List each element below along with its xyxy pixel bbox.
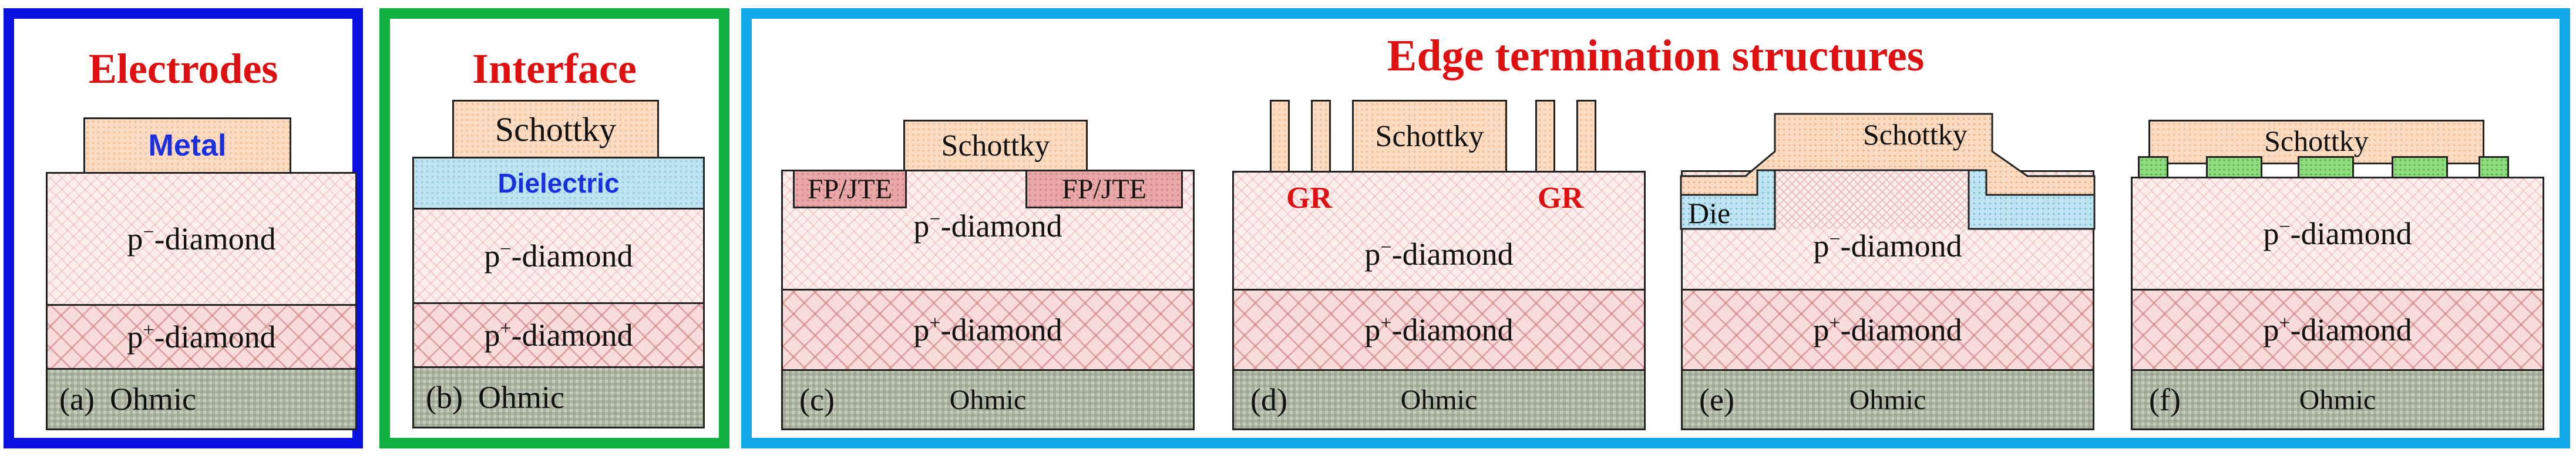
- fp-jte-label-left: FP/JTE: [807, 173, 893, 205]
- panel-label-e: (e): [1699, 382, 1734, 417]
- schottky-label-e: Schottky: [1863, 118, 1968, 151]
- p-minus-diamond-label: p−-diamond: [127, 221, 276, 256]
- ohmic-layer: (a) Ohmic: [46, 368, 357, 430]
- p-plus-diamond-layer: p+-diamond: [46, 304, 357, 370]
- embedded-region-5: [2479, 156, 2509, 178]
- ohmic-layer-d: (d) Ohmic: [1232, 369, 1646, 430]
- ohmic-label-f: Ohmic: [2299, 384, 2376, 416]
- fp-jte-region-left: FP/JTE: [793, 170, 907, 208]
- schottky-layer: Schottky: [452, 100, 659, 158]
- ohmic-label: Ohmic: [109, 382, 196, 417]
- electrodes-frame: [4, 8, 363, 448]
- p-plus-diamond-label-e: p+-diamond: [1813, 312, 1962, 347]
- p-minus-diamond-layer: p−-diamond: [46, 172, 357, 306]
- fp-jte-label-right: FP/JTE: [1061, 173, 1147, 205]
- p-plus-diamond-label-f: p+-diamond: [2263, 312, 2412, 347]
- ohmic-label: Ohmic: [477, 380, 564, 415]
- embedded-region-4: [2392, 156, 2448, 178]
- dielectric-layer: Dielectric: [412, 157, 705, 210]
- panel-label-d: (d): [1250, 382, 1287, 417]
- p-minus-diamond-label-c: p−-diamond: [913, 208, 1062, 244]
- edge-termination-frame: [741, 8, 2570, 448]
- dielectric-label: Dielectric: [497, 168, 620, 198]
- edge-termination-title: Edge termination structures: [1387, 31, 1925, 80]
- embedded-region-2: [2206, 156, 2262, 178]
- p-plus-diamond-layer: p+-diamond: [412, 302, 705, 368]
- gr-label-right: GR: [1538, 181, 1583, 215]
- schottky-label-f: Schottky: [2264, 124, 2369, 157]
- p-plus-diamond-layer-e: p+-diamond: [1681, 289, 2094, 371]
- ohmic-layer-e: (e) Ohmic: [1681, 369, 2094, 430]
- ohmic-layer: (b) Ohmic: [412, 366, 705, 428]
- guard-ring-bar-2: [1311, 100, 1331, 173]
- metal-layer: Metal: [83, 117, 291, 174]
- electrodes-title: Electrodes: [88, 45, 278, 92]
- p-minus-diamond-label-e: p−-diamond: [1813, 228, 1962, 264]
- ohmic-layer-c: (c) Ohmic: [781, 369, 1195, 430]
- schottky-label-d: Schottky: [1375, 119, 1484, 153]
- schottky-layer-c: Schottky: [903, 120, 1088, 171]
- guard-ring-bar-1: [1270, 100, 1290, 173]
- interface-title: Interface: [472, 45, 637, 92]
- ohmic-layer-f: (f) Ohmic: [2131, 369, 2544, 430]
- guard-ring-bar-3: [1535, 100, 1555, 173]
- fp-jte-region-right: FP/JTE: [1025, 170, 1183, 208]
- p-plus-diamond-label-c: p+-diamond: [913, 312, 1062, 347]
- embedded-region-1: [2138, 156, 2168, 178]
- schottky-layer-d: Schottky: [1352, 100, 1507, 173]
- p-minus-diamond-label-f: p−-diamond: [2263, 216, 2412, 251]
- panel-label-f: (f): [2149, 382, 2181, 417]
- mesa-structure-e: [1680, 113, 2096, 230]
- p-minus-diamond-layer-c: p−-diamond: [781, 170, 1195, 291]
- p-minus-diamond-layer-f: p−-diamond: [2131, 177, 2544, 291]
- p-plus-diamond-label-d: p+-diamond: [1364, 312, 1514, 347]
- panel-label-a: (a): [59, 382, 95, 417]
- interface-frame: [379, 8, 729, 448]
- ohmic-label-e: Ohmic: [1849, 384, 1926, 416]
- p-plus-diamond-layer-d: p+-diamond: [1232, 289, 1646, 371]
- p-plus-diamond-label: p+-diamond: [484, 318, 633, 353]
- panel-label-b: (b): [426, 380, 463, 415]
- panel-label-c: (c): [799, 382, 835, 417]
- ohmic-label-d: Ohmic: [1400, 384, 1478, 416]
- schottky-label-c: Schottky: [941, 129, 1050, 163]
- die-label: Die: [1688, 197, 1731, 230]
- guard-ring-bar-4: [1576, 100, 1596, 173]
- p-plus-diamond-layer-c: p+-diamond: [781, 289, 1195, 371]
- embedded-region-3: [2298, 156, 2354, 178]
- p-minus-diamond-layer: p−-diamond: [412, 208, 705, 304]
- p-minus-diamond-label-d: p−-diamond: [1364, 237, 1514, 272]
- p-minus-diamond-layer-d: p−-diamond: [1232, 171, 1646, 291]
- p-plus-diamond-label: p+-diamond: [127, 319, 276, 355]
- schottky-label: Schottky: [495, 110, 617, 148]
- metal-label: Metal: [148, 129, 227, 163]
- p-minus-diamond-label: p−-diamond: [484, 238, 633, 274]
- p-plus-diamond-layer-f: p+-diamond: [2131, 289, 2544, 371]
- ohmic-label-c: Ohmic: [949, 384, 1027, 416]
- gr-label-left: GR: [1286, 181, 1332, 215]
